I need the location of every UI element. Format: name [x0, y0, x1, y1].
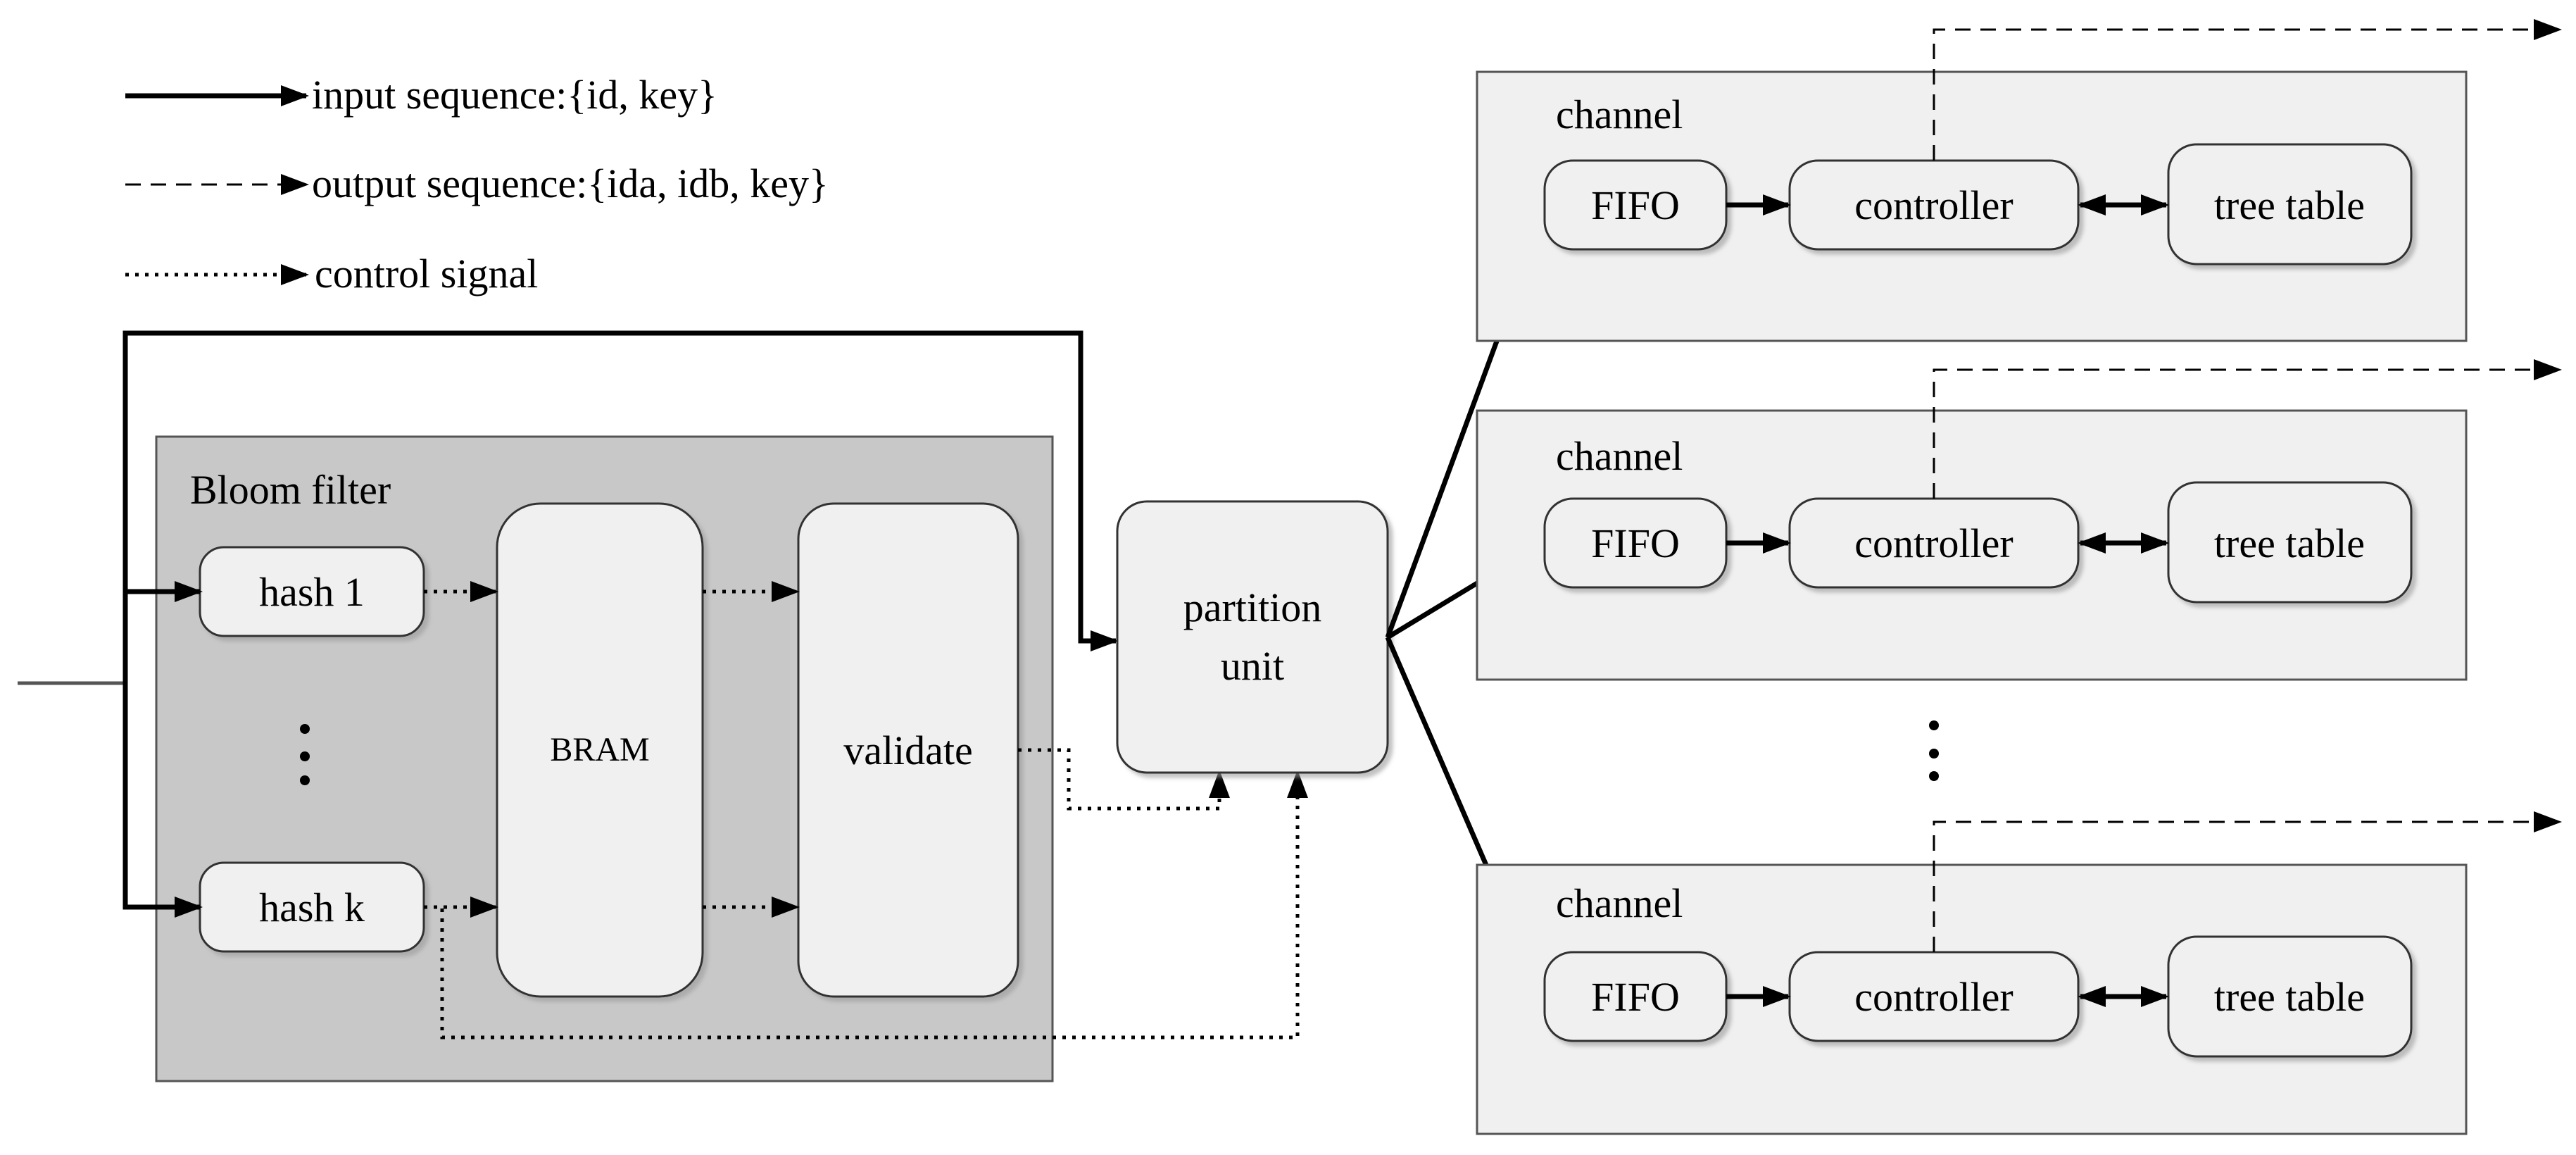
partition-unit-label-line2: unit: [1221, 643, 1284, 689]
channel-2-fifo-label: FIFO: [1591, 520, 1680, 566]
channel-2-controller-label: controller: [1854, 520, 2013, 566]
hash-ellipsis-dots: [300, 724, 310, 785]
channel-ellipsis-dots: [1929, 720, 1939, 781]
channel-1-title: channel: [1556, 92, 1683, 137]
channel-2-output-arrow: [1933, 359, 2562, 499]
partition-unit: partition unit: [1116, 500, 1389, 774]
input-to-hash-k-arrow: [122, 683, 203, 918]
channel-3-output-arrow: [1933, 811, 2562, 952]
partition-unit-label-line1: partition: [1183, 585, 1322, 630]
input-bus: [18, 330, 1119, 918]
channel-3-title: channel: [1556, 880, 1683, 926]
bram-block: [496, 502, 704, 998]
input-to-partition-arrow: [122, 330, 1119, 651]
channel-2: channel FIFO controller tree table: [1476, 359, 2562, 681]
channel-3-fifo-label: FIFO: [1591, 974, 1680, 1020]
bram-label: BRAM: [550, 731, 649, 768]
channel-3-controller-label: controller: [1854, 974, 2013, 1020]
hash-1-label: hash 1: [259, 569, 365, 615]
control-signals: [424, 581, 1308, 1040]
bloom-filter: Bloom filter hash 1 hash k BRAM validate: [155, 435, 1054, 1082]
partition-unit-block: [1116, 500, 1389, 774]
channel-1-output-arrow: [1933, 19, 2562, 161]
legend-output-label: output sequence:{ida, idb, key}: [312, 161, 829, 206]
hash-k-to-partition-signal: [424, 770, 1308, 1040]
bloom-filter-title: Bloom filter: [190, 467, 391, 513]
channel-3-tree-table-label: tree table: [2214, 974, 2365, 1020]
channel-2-tree-table-label: tree table: [2214, 520, 2365, 566]
channel-2-title: channel: [1556, 433, 1683, 479]
validate-label: validate: [843, 728, 973, 773]
channel-1-controller-label: controller: [1854, 182, 2013, 228]
channel-1-tree-table-label: tree table: [2214, 182, 2365, 228]
channel-1-fifo-label: FIFO: [1591, 182, 1680, 228]
legend: input sequence:{id, key} output sequence…: [125, 72, 829, 296]
legend-input-label: input sequence:{id, key}: [312, 72, 717, 118]
validate-to-partition-signal: [1018, 748, 1230, 811]
channel-3: channel FIFO controller tree table: [1476, 811, 2562, 1135]
hash-k-label: hash k: [259, 885, 365, 930]
channel-1: channel FIFO controller tree table: [1476, 19, 2562, 342]
legend-control-label: control signal: [315, 251, 538, 296]
